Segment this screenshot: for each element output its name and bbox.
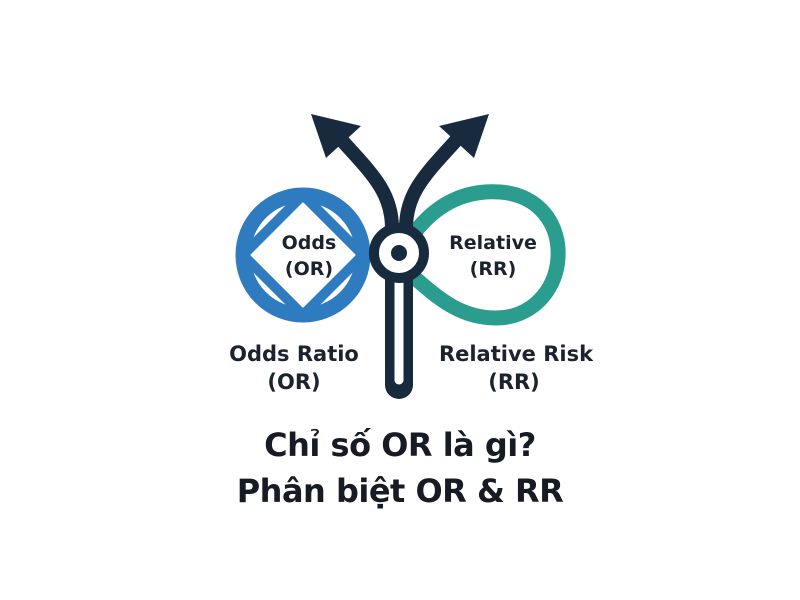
title-line-1: Chỉ số OR là gì? bbox=[264, 426, 536, 464]
junction-dot-icon bbox=[391, 245, 407, 261]
split-arrow-left-branch bbox=[332, 131, 399, 229]
odds-loop-label-line2: (OR) bbox=[285, 258, 333, 280]
relative-loop-label-line1: Relative bbox=[449, 232, 537, 254]
title-line-2: Phân biệt OR & RR bbox=[236, 472, 564, 510]
odds-loop-label-line1: Odds bbox=[282, 232, 337, 254]
split-arrow bbox=[311, 114, 489, 399]
odds-loop-diamond bbox=[238, 190, 368, 320]
relative-loop-label-line2: (RR) bbox=[470, 258, 517, 280]
arrowhead-left-icon bbox=[311, 114, 361, 158]
split-arrow-right-branch bbox=[399, 131, 466, 229]
relative-loop bbox=[407, 184, 566, 326]
relative-risk-caption-line2: (RR) bbox=[488, 370, 540, 394]
odds-ratio-caption-line2: (OR) bbox=[267, 370, 320, 394]
arrowhead-right-icon bbox=[439, 114, 489, 158]
relative-risk-caption-line1: Relative Risk bbox=[439, 342, 594, 366]
relative-loop-curve bbox=[407, 184, 566, 326]
odds-loop bbox=[235, 187, 371, 323]
odds-ratio-caption-line1: Odds Ratio bbox=[229, 342, 359, 366]
odds-loop-outer-circle bbox=[235, 187, 371, 323]
